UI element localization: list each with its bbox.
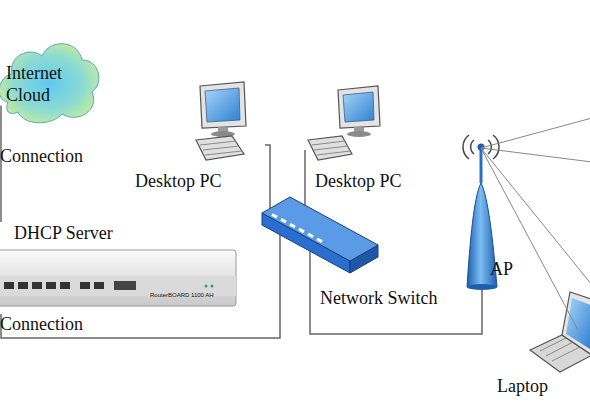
switch-port — [308, 234, 313, 237]
switch-port — [299, 229, 304, 232]
switch-node: Network Switch — [262, 195, 380, 275]
network-cable — [481, 148, 578, 330]
device-label: Network Switch — [320, 287, 437, 309]
wireless-link — [481, 118, 590, 285]
device-label: DHCP Server — [14, 222, 113, 244]
model-label: RouterBOARD 1100 AH — [150, 291, 214, 299]
desktop-pc-node: Desktop PC — [305, 82, 425, 194]
device-label: Laptop — [497, 375, 548, 397]
switch-port — [281, 219, 286, 222]
laptop-node: Laptop — [525, 300, 590, 375]
device-label: Desktop PC — [315, 170, 402, 192]
cloud-node: Internet Cloud — [0, 32, 100, 124]
switch-port — [272, 214, 277, 217]
network-cable — [1, 235, 280, 338]
switch-port — [290, 224, 295, 227]
desktop-pc-icon — [196, 82, 246, 160]
switch-port — [317, 239, 322, 242]
access-point-node: AP — [462, 140, 498, 290]
device-label: AP — [490, 258, 513, 280]
connection-label: Connection — [0, 145, 83, 167]
cloud-outline — [0, 44, 99, 123]
network-cable — [265, 145, 270, 208]
device-label: Internet Cloud — [6, 62, 88, 106]
device-label: Desktop PC — [135, 170, 222, 192]
router-node: DHCP Server — [0, 222, 240, 314]
desktop-pc-icon — [308, 86, 380, 160]
connection-label: Connection — [0, 313, 83, 335]
switch-shape — [262, 195, 380, 275]
desktop-pc-node: Desktop PC — [135, 82, 265, 194]
network-cable — [304, 150, 306, 205]
router-device — [0, 250, 236, 306]
laptop-icon — [530, 292, 590, 372]
switch-top-face — [262, 197, 378, 261]
